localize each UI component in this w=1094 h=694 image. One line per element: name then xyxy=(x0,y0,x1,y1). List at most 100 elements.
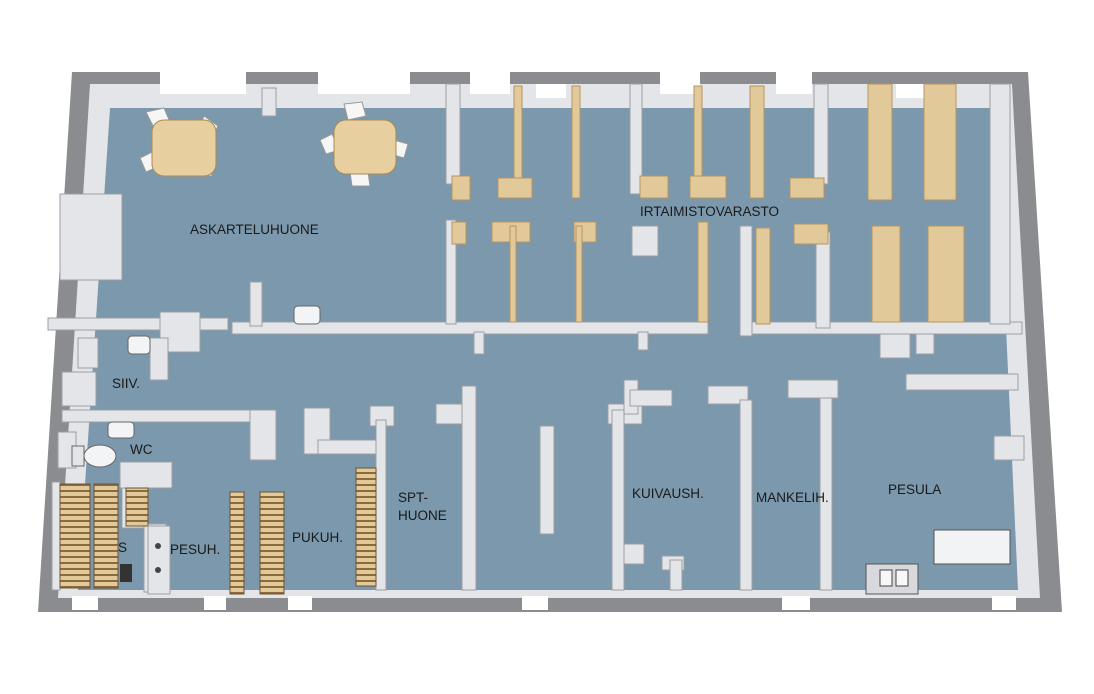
storage-partition-icon xyxy=(749,85,765,199)
wall xyxy=(47,317,229,331)
table-group xyxy=(319,101,409,187)
sink-icon xyxy=(879,569,893,587)
window-notch xyxy=(896,84,924,98)
storage-partition-icon xyxy=(639,175,669,199)
wall xyxy=(669,559,683,591)
wall xyxy=(375,419,387,591)
room-label-pesula: PESULA xyxy=(888,482,941,497)
bench-icon xyxy=(229,491,245,595)
room-label-irtaimistovarasto: IRTAIMISTOVARASTO xyxy=(640,204,779,219)
storage-partition-icon xyxy=(793,223,829,245)
bench-icon xyxy=(259,491,285,595)
furniture xyxy=(139,101,409,187)
window-notch xyxy=(288,596,312,610)
room-label-spt-line2: HUONE xyxy=(398,508,447,523)
wall xyxy=(623,543,645,565)
wall xyxy=(915,333,935,355)
storage-partition-icon xyxy=(575,225,583,323)
room-label-kuivaush: KUIVAUSH. xyxy=(632,486,704,501)
wall xyxy=(749,321,1023,335)
benches xyxy=(59,467,377,595)
toilet-icon xyxy=(83,444,117,468)
wall xyxy=(539,425,555,535)
wall xyxy=(249,409,277,461)
chair-icon xyxy=(343,101,367,121)
wall xyxy=(445,219,457,325)
storage-partition-icon xyxy=(923,83,957,201)
window-notch xyxy=(160,72,246,94)
wall xyxy=(149,337,169,381)
wall xyxy=(249,281,263,327)
room-label-s: S xyxy=(118,540,127,555)
room-label-pesuh: PESUH. xyxy=(170,542,220,557)
wall xyxy=(629,83,643,195)
shower-column xyxy=(120,525,171,595)
room-label-askarteluhuone: ASKARTELUHUONE xyxy=(190,222,319,237)
window-notch xyxy=(318,72,410,94)
wall xyxy=(637,331,649,351)
interior-walls xyxy=(47,83,1025,593)
wall xyxy=(473,331,485,355)
window-notch xyxy=(776,72,812,94)
storage-partition-icon xyxy=(451,221,467,245)
room-label-siiv: SIIV. xyxy=(112,376,140,391)
wall xyxy=(989,83,1011,325)
table-icon xyxy=(151,119,217,177)
sink-icon xyxy=(293,305,321,325)
window-notch xyxy=(204,596,226,610)
wall xyxy=(317,439,377,455)
wall xyxy=(879,333,911,359)
wall xyxy=(231,321,709,335)
laundry-counter-icon xyxy=(865,563,919,595)
table-icon xyxy=(333,119,397,175)
wall xyxy=(739,225,753,337)
window-notch xyxy=(660,72,700,94)
wall xyxy=(611,409,625,591)
storage-partition-icon xyxy=(789,177,825,199)
storage-partitions xyxy=(451,83,965,325)
window-notch xyxy=(72,596,98,610)
floor-area xyxy=(78,108,1018,590)
wall xyxy=(993,435,1025,461)
sink-icon xyxy=(127,335,151,355)
storage-partition-icon xyxy=(927,225,965,323)
wall xyxy=(905,373,1019,391)
window-notch xyxy=(992,596,1016,610)
room-label-wc: WC xyxy=(130,442,153,457)
window-notch xyxy=(536,84,566,98)
wall xyxy=(461,385,477,591)
wall xyxy=(787,379,839,399)
sink-icon xyxy=(895,569,909,587)
storage-partition-icon xyxy=(697,221,709,323)
wall xyxy=(813,83,829,185)
storage-partition-icon xyxy=(755,227,771,325)
shower-icon xyxy=(147,525,171,595)
wall xyxy=(739,399,753,591)
room-label-pukuh: PUKUH. xyxy=(292,530,343,545)
wall xyxy=(61,409,271,423)
bench-icon xyxy=(125,487,149,527)
wall xyxy=(815,231,831,329)
window-notch xyxy=(470,72,510,94)
wall xyxy=(59,193,123,281)
shower-icon xyxy=(155,567,161,573)
toilet-icon xyxy=(71,445,85,467)
storage-partition-icon xyxy=(571,85,581,199)
wall xyxy=(61,371,97,407)
table-group xyxy=(139,107,219,177)
laundry-counter-icon xyxy=(933,529,1011,565)
room-label-mankelih: MANKELIH. xyxy=(756,490,829,505)
storage-partition-icon xyxy=(867,83,893,201)
wall xyxy=(51,481,61,591)
window-notch xyxy=(782,596,810,610)
storage-partition-icon xyxy=(497,177,533,199)
storage-partition-icon xyxy=(509,225,517,323)
storage-partition-icon xyxy=(871,225,901,323)
wall xyxy=(261,87,277,117)
room-labels: ASKARTELUHUONE IRTAIMISTOVARASTO SIIV. W… xyxy=(112,204,941,557)
wall xyxy=(77,337,99,369)
wall xyxy=(819,397,833,591)
building-shell xyxy=(38,72,1062,612)
sink-icon xyxy=(107,421,135,439)
